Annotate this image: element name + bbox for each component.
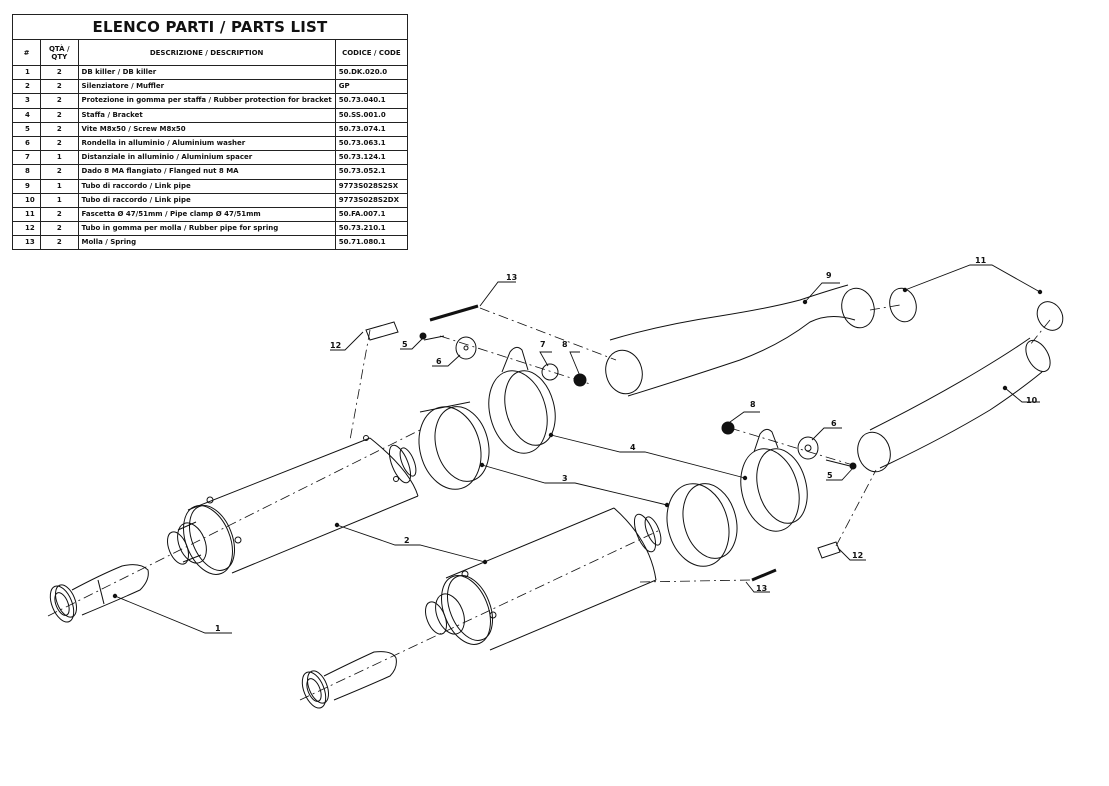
row-number: 5	[11, 121, 42, 137]
bracket-left	[488, 346, 556, 454]
callout-6-lower: 6	[831, 419, 837, 428]
bracket-right	[740, 428, 808, 532]
row-quantity: 2	[40, 206, 79, 223]
parts-list-table: ELENCO PARTI / PARTS LIST # QTÀ / QTY DE…	[11, 14, 409, 251]
rubber-protection-right	[666, 483, 738, 567]
row-number: 9	[11, 178, 42, 194]
callout-9: 9	[826, 271, 832, 280]
hardware-lower	[721, 421, 857, 582]
link-pipe-left	[605, 284, 917, 397]
assembly-center-lines	[47, 304, 1051, 701]
row-code: 50.73.063.1	[334, 135, 409, 152]
row-description: Tubo di raccordo / Link pipe	[77, 192, 336, 208]
callout-12-lower: 12	[852, 551, 863, 560]
row-code: 50.73.052.1	[334, 164, 409, 180]
callout-8-upper: 8	[562, 340, 568, 349]
row-code: 9773S028S2DX	[334, 192, 409, 208]
callout-4: 4	[630, 443, 636, 452]
callout-13-lower: 13	[756, 584, 767, 593]
callout-3: 3	[562, 474, 568, 483]
callout-11: 11	[975, 256, 987, 265]
row-quantity: 1	[40, 178, 79, 194]
callout-8-lower: 8	[750, 400, 756, 409]
callout-12-upper: 12	[330, 341, 341, 350]
row-number: 12	[11, 221, 42, 237]
callout-2: 2	[404, 536, 410, 545]
callout-13-upper: 13	[506, 273, 517, 282]
link-pipe-right	[857, 301, 1064, 473]
muffler-right	[425, 507, 662, 651]
header-number: #	[11, 39, 42, 66]
callout-1: 1	[215, 624, 221, 633]
row-quantity: 1	[40, 150, 79, 166]
db-killer-left	[49, 564, 149, 623]
muffler-left	[167, 435, 419, 575]
callout-dots	[112, 287, 1043, 599]
row-number: 7	[11, 150, 42, 166]
hardware-upper	[365, 304, 587, 387]
row-quantity: 2	[40, 235, 79, 251]
row-quantity: 2	[40, 221, 79, 237]
row-quantity: 2	[40, 121, 79, 137]
row-code: 50.FA.007.1	[334, 206, 409, 223]
header-code: CODICE / CODE	[334, 39, 409, 66]
row-quantity: 2	[40, 135, 79, 152]
row-code: 50.73.074.1	[334, 121, 409, 137]
row-code: 9773S028S2SX	[334, 178, 409, 194]
row-number: 11	[11, 206, 42, 223]
callout-5-upper: 5	[402, 340, 408, 349]
db-killer-right	[301, 651, 397, 709]
callout-labels: 1 2 3 4 5 5 6 6 7 8 8 9 10 11 12 12 13 1…	[215, 256, 1038, 633]
callout-6-upper: 6	[436, 357, 442, 366]
row-code: 50.73.124.1	[334, 150, 409, 166]
callout-7: 7	[540, 340, 546, 349]
callout-5-lower: 5	[827, 471, 833, 480]
row-description: Tubo di raccordo / Link pipe	[77, 178, 336, 194]
row-quantity: 2	[40, 164, 79, 180]
leader-lines	[114, 264, 1041, 634]
row-description: Vite M8x50 / Screw M8x50	[77, 121, 336, 137]
rubber-protection-left	[418, 401, 490, 490]
row-code: 50.73.210.1	[334, 221, 409, 237]
callout-10: 10	[1026, 396, 1038, 405]
row-code: 50.71.080.1	[334, 235, 409, 251]
row-quantity: 1	[40, 192, 79, 208]
